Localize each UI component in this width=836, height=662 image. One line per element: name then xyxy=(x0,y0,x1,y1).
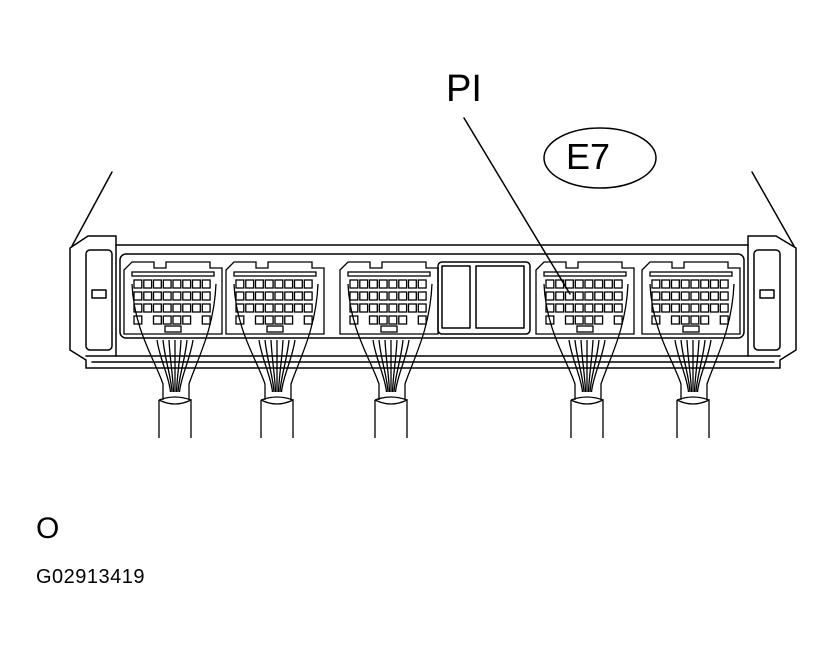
blank-sockets xyxy=(437,261,531,335)
ecu-housing xyxy=(69,171,797,369)
figure-code-label: G02913419 xyxy=(36,566,146,588)
connector-2 xyxy=(225,261,325,438)
connector-id-label: E7 xyxy=(566,136,611,177)
connector-group xyxy=(123,261,741,438)
connector-1 xyxy=(123,261,223,438)
connector-id-ellipse xyxy=(543,127,657,189)
connector-e7 xyxy=(535,261,635,438)
pointer-line xyxy=(463,117,571,295)
connector-5 xyxy=(641,261,741,438)
view-mark-label: O xyxy=(36,512,60,545)
pointer-label: PI xyxy=(446,68,482,110)
connector-3 xyxy=(339,261,439,438)
